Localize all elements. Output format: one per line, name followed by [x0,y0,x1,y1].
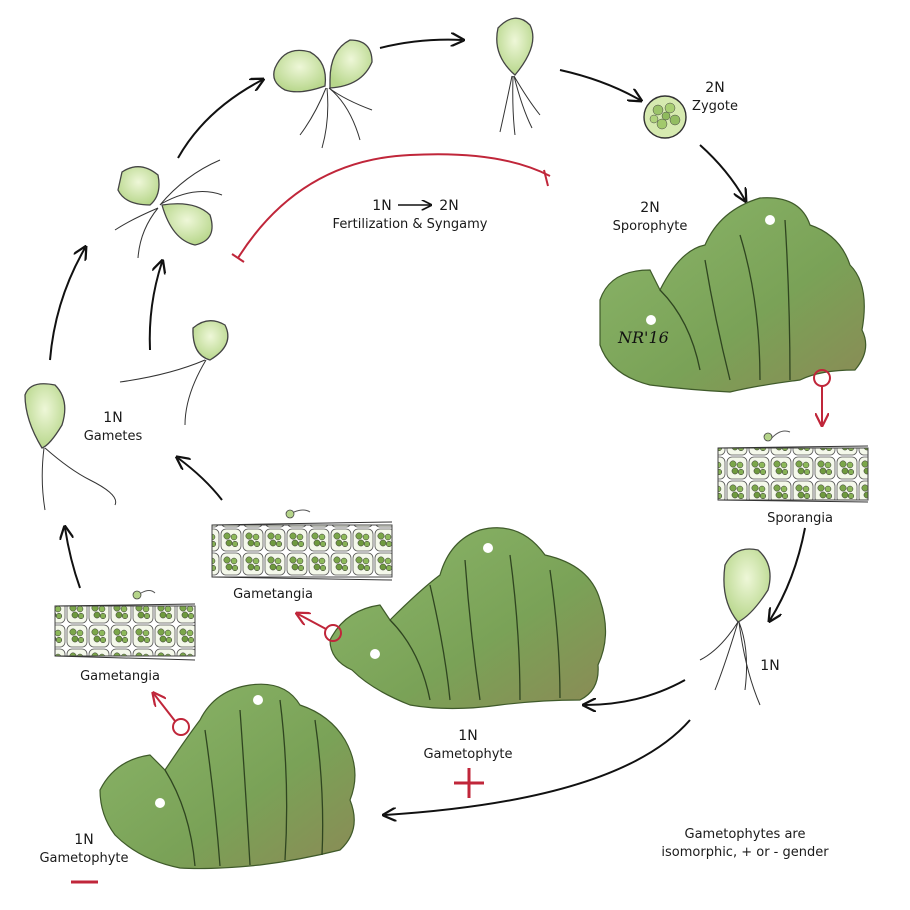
arrow-mid-gamete-up [148,262,162,351]
gametophyte-minus-ploidy-label: 1N [74,832,93,848]
gametangia-tissue-left [54,590,196,661]
fertilization-label: Fertilization & Syngamy [333,217,488,232]
zoospore-ploidy-label: 1N [760,658,779,674]
arrow-gamete-to-zygote [559,69,640,100]
note-line-1: Gametophytes are [685,827,806,842]
fertilization-ploidy-from: 1N [372,198,391,214]
gamete-pair-fusing-left [114,159,223,259]
arrow-sporangia-to-zoospore [770,527,806,620]
arrow-zygote-to-sporophyte [699,144,745,200]
gametophyte-plus-ploidy-label: 1N [458,728,477,744]
sporangia-label: Sporangia [767,511,833,526]
fertilization-arc [231,153,551,263]
arrow-gamete-to-pair [177,80,262,159]
fertilization-ploidy-to: 2N [439,198,458,214]
sporangia-tissue [717,430,869,503]
cycle-arrows [49,40,806,815]
plus-gender-mark [454,768,484,798]
gametophyte-minus-thallus [99,683,356,870]
arrow-gametangia-plus-up [178,458,223,501]
arrow-zoospore-to-minus [385,719,691,815]
gametes-label: Gametes [84,429,143,444]
arrow-pair-to-gamete [379,40,462,49]
gametophyte-plus-sample-circle [324,624,342,642]
zygote-label: Zygote [692,99,738,114]
signature: NR'16 [617,328,669,347]
gametophyte-plus-thallus [329,527,607,710]
sporophyte-label: Sporophyte [613,219,688,234]
sporophyte-thallus: NR'16 [599,197,867,393]
gametophyte-minus-label: Gametophyte [39,851,128,866]
note-line-2: isomorphic, + or - gender [661,845,829,860]
gametes-ploidy-label: 1N [103,410,122,426]
sporophyte-ploidy-label: 2N [640,200,659,216]
labels: 2N Zygote 2N Sporophyte 1N 2N Fertilizat… [39,80,832,866]
zygote-ploidy-label: 2N [705,80,724,96]
gametophyte-minus-to-gametangia-arrow [154,694,176,722]
zygote-cell [643,95,687,139]
gametangia-left-label: Gametangia [80,669,160,684]
gamete-left [24,383,117,511]
gametophyte-plus-label: Gametophyte [423,747,512,762]
arrow-zoospore-to-plus [585,679,686,705]
arrow-gametangia-minus-up [65,528,81,589]
gametangia-tissue-right [211,509,393,581]
gametangia-right-label: Gametangia [233,587,313,602]
gametophyte-plus-to-gametangia-arrow [298,614,327,630]
gamete-top-right [496,17,541,136]
gamete-mid-left [119,320,229,426]
arrow-left-gamete-up [49,248,85,361]
gametophyte-minus-sample-circle [172,718,190,736]
zoospore [699,548,771,706]
gamete-pair-fusing [273,39,373,149]
